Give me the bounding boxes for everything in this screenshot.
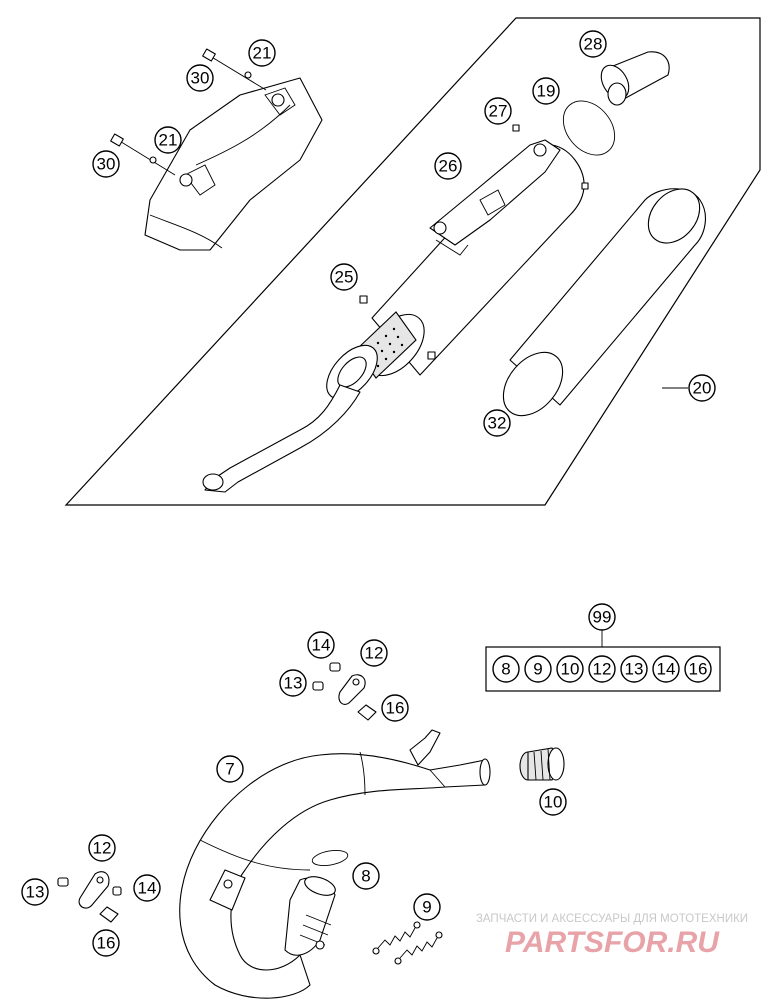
kit-callout-16: 16	[684, 655, 712, 683]
svg-text:99: 99	[593, 608, 612, 627]
callout-9: 9	[413, 893, 441, 921]
callout-25: 25	[330, 263, 358, 291]
svg-text:12: 12	[93, 839, 112, 858]
kit-callout-9: 9	[524, 655, 552, 683]
kit-callout-12: 12	[588, 655, 616, 683]
callout-12: 12	[360, 639, 388, 667]
svg-text:12: 12	[593, 660, 612, 679]
watermark: ЗАПЧАСТИ И АКСЕССУАРЫ ДЛЯ МОТОТЕХНИКИ PA…	[476, 913, 748, 959]
callout-7: 7	[216, 755, 244, 783]
lower-clamp-set	[57, 871, 122, 923]
svg-text:9: 9	[422, 898, 431, 917]
watermark-tagline: ЗАПЧАСТИ И АКСЕССУАРЫ ДЛЯ МОТОТЕХНИКИ	[476, 913, 748, 925]
silencer-sleeve	[502, 188, 706, 417]
expansion-chamber	[179, 753, 486, 999]
svg-text:12: 12	[365, 644, 384, 663]
svg-text:27: 27	[489, 102, 508, 121]
rubber-connector	[519, 747, 565, 781]
svg-text:10: 10	[544, 793, 563, 812]
svg-text:8: 8	[501, 660, 510, 679]
kit-callout-13: 13	[620, 655, 648, 683]
svg-text:20: 20	[693, 379, 712, 398]
kit-callout-14: 14	[652, 655, 680, 683]
svg-text:10: 10	[561, 660, 580, 679]
svg-text:16: 16	[689, 660, 708, 679]
svg-text:14: 14	[138, 879, 157, 898]
svg-text:14: 14	[657, 660, 676, 679]
svg-text:16: 16	[97, 934, 116, 953]
svg-text:25: 25	[335, 268, 354, 287]
svg-text:7: 7	[225, 760, 234, 779]
callout-14: 14	[307, 631, 335, 659]
callout-21: 21	[154, 126, 182, 154]
exhaust-pipe-assembly	[57, 630, 721, 999]
callout-10: 10	[539, 788, 567, 816]
svg-text:8: 8	[361, 867, 370, 886]
callout-30: 30	[92, 150, 120, 178]
kit-box	[485, 646, 721, 692]
silencer-group-frame	[64, 17, 761, 506]
callout-21: 21	[248, 39, 276, 67]
muffler-body	[202, 124, 589, 493]
svg-text:30: 30	[191, 69, 210, 88]
callout-19: 19	[532, 77, 560, 105]
end-cap	[600, 51, 670, 106]
svg-text:21: 21	[253, 44, 272, 63]
svg-text:32: 32	[488, 414, 507, 433]
callout-14: 14	[133, 874, 161, 902]
callout-27: 27	[484, 97, 512, 125]
silencer-bracket-detail	[110, 48, 323, 251]
callout-8: 8	[352, 862, 380, 890]
svg-text:21: 21	[159, 131, 178, 150]
upper-clamp-set	[312, 662, 377, 721]
callout-13: 13	[279, 669, 307, 697]
svg-text:9: 9	[533, 660, 542, 679]
svg-text:26: 26	[439, 157, 458, 176]
svg-text:13: 13	[625, 660, 644, 679]
svg-text:30: 30	[97, 155, 116, 174]
springs	[372, 921, 443, 965]
svg-text:28: 28	[584, 35, 603, 54]
svg-text:13: 13	[284, 674, 303, 693]
callouts: 21 30 21 30 28 19 27 26 25 20 32 99 8 9 …	[21, 30, 716, 957]
watermark-brand: PARTSFOR.RU	[505, 926, 720, 959]
svg-text:19: 19	[537, 82, 556, 101]
silencer-assembly	[64, 17, 761, 506]
callout-99: 99	[588, 603, 616, 631]
kit-callout-8: 8	[492, 655, 520, 683]
callout-20: 20	[688, 374, 716, 402]
kit-callout-10: 10	[556, 655, 584, 683]
callout-28: 28	[579, 30, 607, 58]
callout-16: 16	[381, 694, 409, 722]
callout-16: 16	[92, 929, 120, 957]
svg-text:16: 16	[386, 699, 405, 718]
callout-26: 26	[434, 152, 462, 180]
callout-13: 13	[21, 878, 49, 906]
svg-text:13: 13	[26, 883, 45, 902]
callout-32: 32	[483, 409, 511, 437]
callout-12: 12	[88, 834, 116, 862]
o-ring	[311, 849, 349, 867]
callout-30: 30	[186, 64, 214, 92]
svg-text:14: 14	[312, 636, 331, 655]
gasket-ring	[562, 100, 616, 156]
